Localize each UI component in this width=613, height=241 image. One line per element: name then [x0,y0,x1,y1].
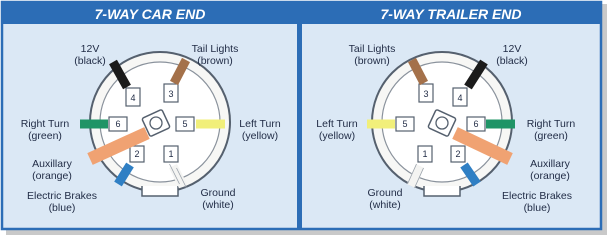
car-label-brown: (brown) [197,55,233,67]
trailer-label-electric-brakes: Electric Brakes [502,190,572,202]
trailer-wire-blue [460,162,481,187]
trailer-wire-orange [452,127,513,165]
trailer-pin-5: 5 [402,119,407,129]
car-label-auxillary: Auxillary [32,158,72,170]
trailer-label-green: (green) [534,130,568,142]
trailer-pin-1: 1 [422,149,427,159]
car-label-white: (white) [202,199,234,211]
trailer-label-12v: 12V [503,43,522,55]
trailer-end-title: 7-WAY TRAILER END [380,6,521,22]
car-label-right-turn: Right Turn [21,118,70,130]
trailer-label-white: (white) [369,199,401,211]
trailer-pin-2: 2 [455,149,460,159]
car-wire-blue [114,162,134,187]
car-end-header [3,3,297,24]
car-wire-white [168,163,188,189]
trailer-label-brown: (brown) [354,55,390,67]
trailer-label-right-turn: Right Turn [527,118,576,130]
car-label-black: (black) [74,55,106,67]
trailer-end-connector: 3 4 5 6 1 2 [371,51,513,197]
car-pin-4: 4 [130,93,135,103]
trailer-wire-brown [408,57,428,86]
trailer-end-header [302,3,600,24]
car-pin-5: 5 [182,119,187,129]
trailer-label-tail-lights: Tail Lights [349,43,396,55]
car-label-electric-brakes: Electric Brakes [27,190,97,202]
car-label-tail-lights: Tail Lights [192,43,239,55]
car-label-12v: 12V [81,43,100,55]
car-pin-2: 2 [134,149,139,159]
trailer-wire-black [464,59,488,90]
car-end-labels: 12V (black) Tail Lights (brown) Right Tu… [21,43,281,214]
car-label-green: (green) [28,130,62,142]
car-pin-6: 6 [115,119,120,129]
car-pin-3: 3 [168,89,173,99]
trailer-pin-6: 6 [473,119,478,129]
car-wire-black [109,59,131,90]
trailer-pin-4: 4 [457,93,462,103]
car-end-panel: 7-WAY CAR END 4 3 6 5 2 1 [3,3,297,214]
car-label-left-turn: Left Turn [239,118,281,130]
car-wire-brown [170,57,190,86]
trailer-label-black: (black) [496,55,528,67]
trailer-label-orange: (orange) [530,170,570,182]
car-end-title: 7-WAY CAR END [95,6,206,22]
car-label-orange: (orange) [32,170,72,182]
trailer-label-left-turn: Left Turn [316,118,358,130]
trailer-end-wires [367,57,515,189]
car-label-blue: (blue) [49,202,76,214]
trailer-label-blue: (blue) [524,202,551,214]
panel-divider [297,2,302,229]
trailer-wire-white [406,164,425,188]
car-pin-1: 1 [168,149,173,159]
car-end-wires [80,57,225,189]
trailer-end-panel: 7-WAY TRAILER END 3 4 5 6 1 2 [302,3,600,214]
trailer-end-labels: Tail Lights (brown) 12V (black) Left Tur… [316,43,575,214]
trailer-label-auxillary: Auxillary [530,158,570,170]
car-wire-orange [87,127,150,165]
car-label-yellow: (yellow) [242,130,278,142]
trailer-label-ground: Ground [367,187,402,199]
trailer-pin-3: 3 [423,89,428,99]
car-label-ground: Ground [200,187,235,199]
trailer-label-yellow: (yellow) [319,130,355,142]
